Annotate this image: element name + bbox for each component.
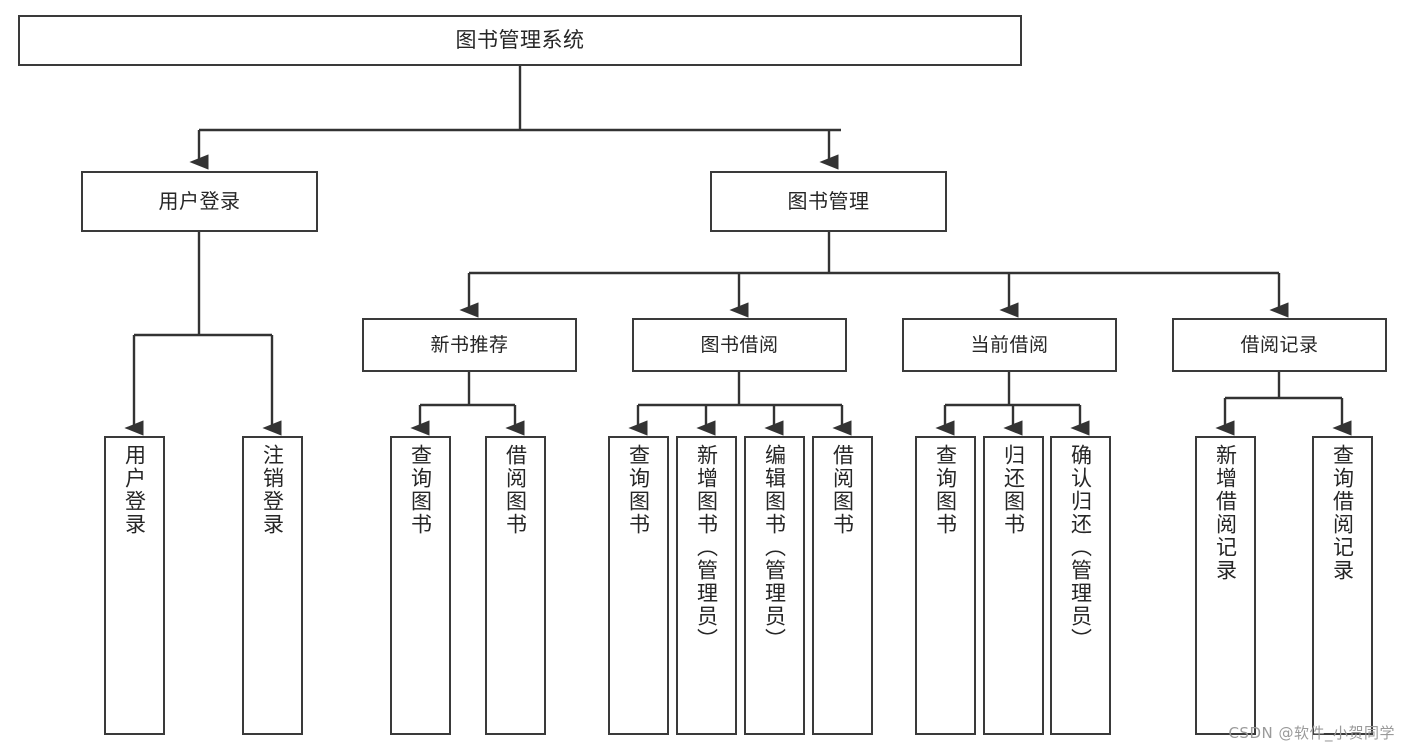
node-label: 用户登录	[158, 188, 241, 213]
node-new-book-recommend[interactable]: 新书推荐	[362, 318, 577, 372]
node-label: 图书管理系统	[455, 28, 585, 53]
leaf-current-confirm-return[interactable]: 确认归还（管理员）	[1050, 436, 1111, 735]
node-current-borrow[interactable]: 当前借阅	[902, 318, 1117, 372]
node-label: 借阅图书	[830, 444, 855, 536]
node-label: 新增图书（管理员）	[694, 444, 719, 651]
watermark: CSDN @软件_小贺同学	[1228, 724, 1395, 742]
node-label: 借阅图书	[503, 444, 528, 536]
node-label: 用户登录	[122, 444, 147, 536]
node-label: 注销登录	[260, 444, 285, 536]
leaf-logout[interactable]: 注销登录	[242, 436, 303, 735]
node-label: 归还图书	[1001, 444, 1026, 536]
node-book-management[interactable]: 图书管理	[710, 171, 947, 232]
leaf-current-query-book[interactable]: 查询图书	[915, 436, 976, 735]
leaf-borrow-borrow-book[interactable]: 借阅图书	[812, 436, 873, 735]
leaf-borrow-add-book[interactable]: 新增图书（管理员）	[676, 436, 737, 735]
node-borrow-record[interactable]: 借阅记录	[1172, 318, 1387, 372]
leaf-record-query[interactable]: 查询借阅记录	[1312, 436, 1373, 735]
node-label: 查询图书	[933, 444, 958, 536]
node-label: 新书推荐	[430, 333, 509, 356]
node-label: 查询图书	[408, 444, 433, 536]
leaf-record-add[interactable]: 新增借阅记录	[1195, 436, 1256, 735]
leaf-new-book-borrow[interactable]: 借阅图书	[485, 436, 546, 735]
leaf-borrow-edit-book[interactable]: 编辑图书（管理员）	[744, 436, 805, 735]
node-label: 图书管理	[787, 188, 870, 213]
node-book-borrow[interactable]: 图书借阅	[632, 318, 847, 372]
node-label: 当前借阅	[970, 333, 1049, 356]
node-label: 图书借阅	[700, 333, 779, 356]
leaf-current-return-book[interactable]: 归还图书	[983, 436, 1044, 735]
node-label: 查询借阅记录	[1330, 444, 1355, 582]
node-label: 新增借阅记录	[1213, 444, 1238, 582]
leaf-borrow-query-book[interactable]: 查询图书	[608, 436, 669, 735]
leaf-new-book-query[interactable]: 查询图书	[390, 436, 451, 735]
node-system-root[interactable]: 图书管理系统	[18, 15, 1022, 66]
node-label: 编辑图书（管理员）	[762, 444, 787, 651]
node-label: 借阅记录	[1240, 333, 1319, 356]
node-label: 确认归还（管理员）	[1068, 444, 1093, 651]
leaf-user-login[interactable]: 用户登录	[104, 436, 165, 735]
node-label: 查询图书	[626, 444, 651, 536]
node-user-login[interactable]: 用户登录	[81, 171, 318, 232]
